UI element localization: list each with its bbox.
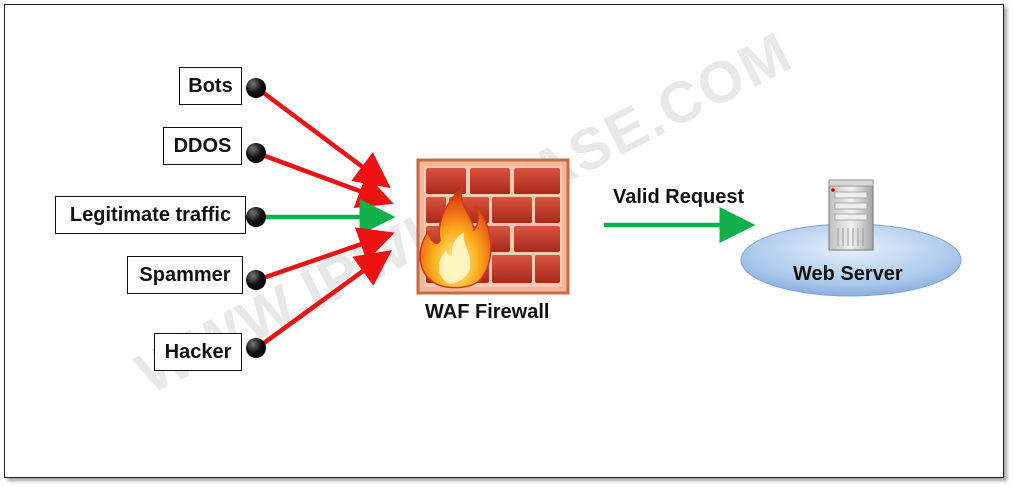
valid-request-label: Valid Request (613, 186, 745, 208)
source-legitimate-traffic: Legitimate traffic (55, 196, 246, 234)
bots-arrow (255, 86, 391, 189)
ddos-arrow (256, 150, 394, 209)
spammer-arrow (256, 227, 395, 283)
source-hacker: Hacker (154, 333, 242, 371)
legitimate-traffic-connector-dot (246, 207, 266, 227)
spammer-connector-dot (246, 270, 266, 290)
web-server-label: Web Server (793, 263, 903, 285)
source-spammer: Spammer (127, 256, 243, 294)
firewall-icon (416, 158, 570, 295)
hacker-connector-dot (246, 338, 266, 358)
source-ddos: DDOS (163, 127, 242, 165)
hacker-arrow (255, 250, 392, 350)
ddos-connector-dot (246, 143, 266, 163)
source-bots: Bots (179, 67, 242, 105)
bots-connector-dot (246, 78, 266, 98)
flame-icon (419, 185, 492, 289)
server-icon (828, 179, 874, 251)
firewall-label: WAF Firewall (425, 301, 550, 323)
